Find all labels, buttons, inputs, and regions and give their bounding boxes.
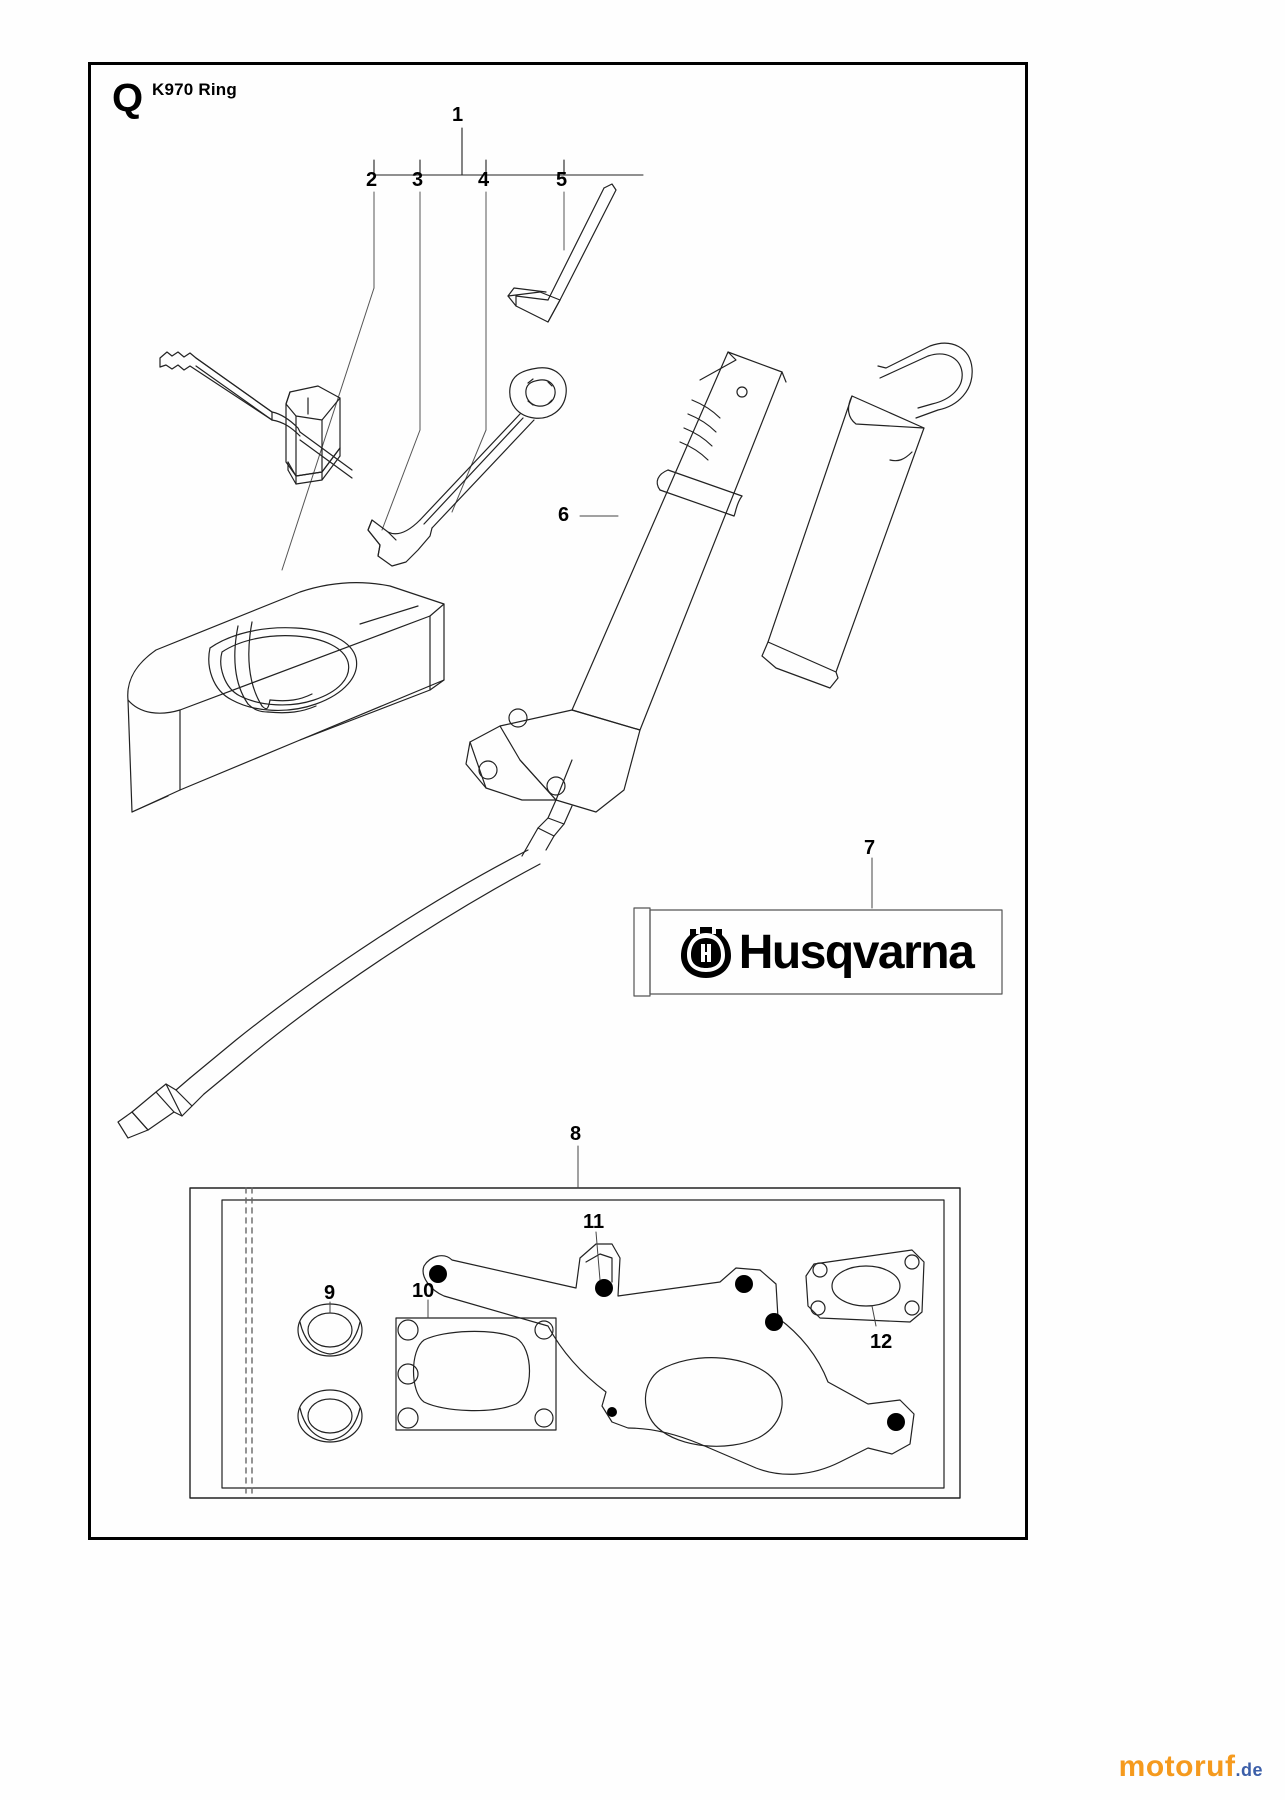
section-letter: Q [112, 76, 144, 120]
husqvarna-decal: Husqvarna [650, 910, 1002, 994]
watermark-suffix: .de [1235, 1760, 1263, 1780]
callout-12: 12 [870, 1331, 893, 1353]
callout-2: 2 [366, 169, 378, 191]
callout-4: 4 [478, 169, 490, 191]
callout-7: 7 [864, 837, 876, 859]
callout-10: 10 [412, 1280, 435, 1302]
callout-5: 5 [556, 169, 568, 191]
husqvarna-crown-h-logo [680, 927, 731, 978]
decal-wordmark: Husqvarna [738, 925, 975, 979]
callout-6: 6 [558, 504, 570, 526]
callout-1: 1 [452, 104, 464, 126]
page-title: K970 Ring [152, 80, 237, 99]
callout-8: 8 [570, 1123, 582, 1145]
diagram-plate-border [88, 62, 1028, 1540]
callout-3: 3 [412, 169, 424, 191]
watermark-name: motoruf [1118, 1750, 1236, 1783]
watermark: motoruf.de [1119, 1750, 1263, 1784]
callout-11: 11 [583, 1211, 605, 1233]
callout-9: 9 [324, 1282, 336, 1304]
